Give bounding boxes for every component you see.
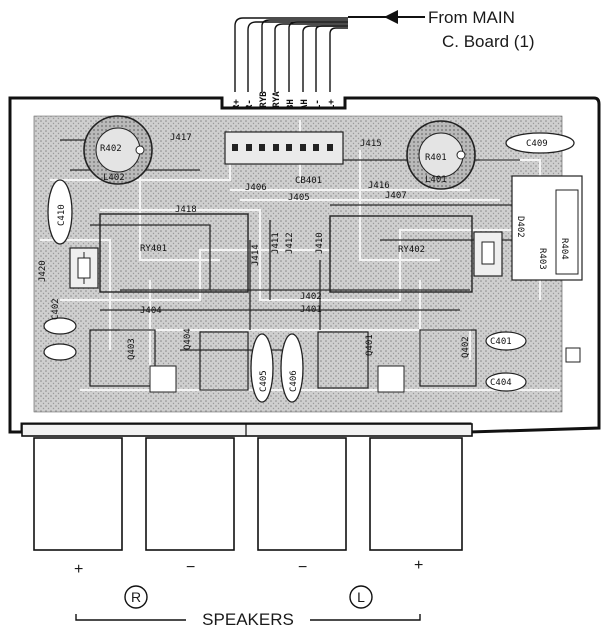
q401-label: Q401 [365, 334, 375, 356]
channel-left-circle [349, 585, 373, 609]
relay-ry401 [99, 213, 249, 293]
j405-label: J405 [288, 193, 310, 203]
capacitor-c406 [280, 333, 304, 403]
relay-ry402 [329, 215, 473, 293]
terminal-sign: − [186, 559, 195, 576]
j401-label: J401 [300, 305, 322, 315]
l402-label: L402 [103, 173, 125, 183]
speaker-terminal-l-plus [369, 437, 463, 551]
q404-label: Q404 [183, 328, 193, 350]
cb401-label: CB401 [295, 176, 322, 186]
coil-l401 [406, 120, 476, 190]
transistor-q404 [199, 331, 249, 391]
j411-label: J411 [271, 232, 281, 254]
j410-label: J410 [315, 232, 325, 254]
j412-label: J412 [285, 232, 295, 254]
j418-label: J418 [175, 205, 197, 215]
speakers-label: SPEAKERS [202, 610, 294, 629]
pin-label: BH [286, 99, 296, 110]
r403-label: R403 [537, 248, 547, 270]
coil-l402 [83, 115, 153, 185]
terminal-sign: + [414, 557, 423, 574]
pin-label: R- [245, 99, 255, 110]
c401-label: C401 [490, 337, 512, 347]
main-board-arrow [348, 10, 425, 24]
channel-right-circle [124, 585, 148, 609]
j402-label: J402 [300, 292, 322, 302]
c402-label: C402 [51, 298, 61, 320]
j406-label: J406 [245, 183, 267, 193]
q403-label: Q403 [127, 338, 137, 360]
r401-label: R401 [425, 153, 447, 163]
test-point [565, 347, 581, 363]
c404-label: C404 [490, 378, 512, 388]
capacitor-c401 [485, 331, 527, 351]
terminal-sign: − [298, 559, 307, 576]
j420-label: J420 [38, 260, 48, 282]
c410-label: C410 [57, 204, 67, 226]
capacitor-c410 [47, 179, 73, 245]
pin-label: L+ [327, 99, 337, 110]
c405-label: C405 [259, 370, 269, 392]
speaker-terminal-l-minus [257, 437, 347, 551]
terminal-rail [21, 423, 473, 437]
capacitor-c405 [250, 333, 274, 403]
c406-label: C406 [289, 370, 299, 392]
pin-label: #RYA [272, 91, 282, 113]
ry402-label: RY402 [398, 245, 425, 255]
speaker-terminal-r-minus [145, 437, 235, 551]
transistor-q403 [89, 329, 156, 387]
j414-label: J414 [251, 244, 261, 266]
transistor-body-left [149, 365, 177, 393]
j407-label: J407 [385, 191, 407, 201]
capacitor-c402 [43, 317, 77, 335]
q402-label: Q402 [461, 336, 471, 358]
pin-label: R+ [232, 99, 242, 110]
pin-label: #RYB [259, 91, 269, 113]
capacitor-c404-left [43, 343, 77, 361]
connector-pin-labels: R+ R- #RYB #RYA BH AH L- L+ [232, 91, 337, 113]
cable-wires [234, 17, 348, 92]
capacitor-c409 [505, 132, 575, 154]
pin-label: AH [300, 99, 310, 110]
terminal-sign: + [74, 561, 83, 578]
l401-label: L401 [425, 175, 447, 185]
speaker-terminal-r-plus [33, 437, 123, 551]
connector-cb401 [224, 131, 344, 165]
j417-label: J417 [170, 133, 192, 143]
channel-right-label: R [131, 589, 141, 605]
speakers-bracket [75, 614, 421, 621]
c409-label: C409 [526, 139, 548, 149]
j404-label: J404 [140, 306, 162, 316]
j415-label: J415 [360, 139, 382, 149]
d402-label: D402 [515, 216, 525, 238]
transistor-q401 [317, 331, 369, 389]
j416-label: J416 [368, 181, 390, 191]
ry401-label: RY401 [140, 244, 167, 254]
capacitor-c404 [485, 372, 527, 392]
channel-left-label: L [357, 589, 365, 605]
r404-label: R404 [559, 238, 569, 260]
c-board-label: C. Board (1) [442, 32, 535, 51]
from-main-label: From MAIN [428, 8, 515, 27]
transistor-q402 [419, 329, 477, 387]
r402-label: R402 [100, 144, 122, 154]
pin-label: L- [313, 99, 323, 110]
transistor-body-right [377, 365, 405, 393]
connector-pins [232, 144, 333, 151]
